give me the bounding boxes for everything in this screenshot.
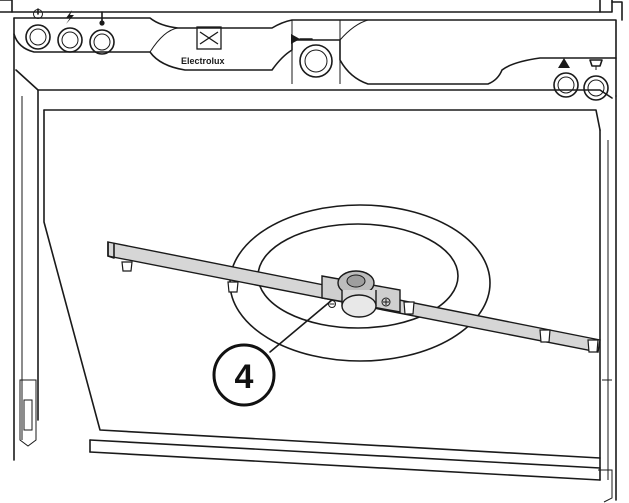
top-edge	[0, 0, 623, 21]
spray-nozzle	[403, 301, 415, 315]
control-panel: Electrolux	[13, 8, 617, 101]
spray-nozzle	[539, 329, 551, 343]
callout-leader-line	[269, 299, 333, 353]
callout-circle	[212, 343, 276, 407]
rinse-aid-button[interactable]	[553, 72, 579, 98]
power-button[interactable]	[25, 24, 51, 50]
electrolux-logo-icon	[196, 26, 222, 50]
spray-nozzle	[587, 339, 599, 353]
temperature-button[interactable]	[89, 29, 115, 55]
callout-number: 4	[235, 358, 254, 396]
triangle-icon	[558, 58, 570, 68]
spray-arm	[107, 241, 601, 353]
power-icon	[33, 8, 43, 19]
screw-icon	[381, 297, 391, 307]
cup-icon	[589, 59, 603, 70]
start-arrow-icon	[291, 34, 313, 44]
brand-name: Electrolux	[181, 56, 225, 66]
spray-nozzle	[227, 281, 239, 293]
start-button[interactable]	[299, 44, 333, 78]
detergent-button[interactable]	[583, 75, 609, 101]
spray-nozzle	[121, 261, 133, 272]
thermometer-icon	[99, 11, 105, 26]
lightning-icon	[66, 10, 74, 24]
callout-4: 4	[212, 299, 333, 407]
cabinet-frame	[13, 33, 617, 503]
program-button[interactable]	[57, 27, 83, 53]
spray-arm-hub[interactable]	[321, 270, 401, 318]
